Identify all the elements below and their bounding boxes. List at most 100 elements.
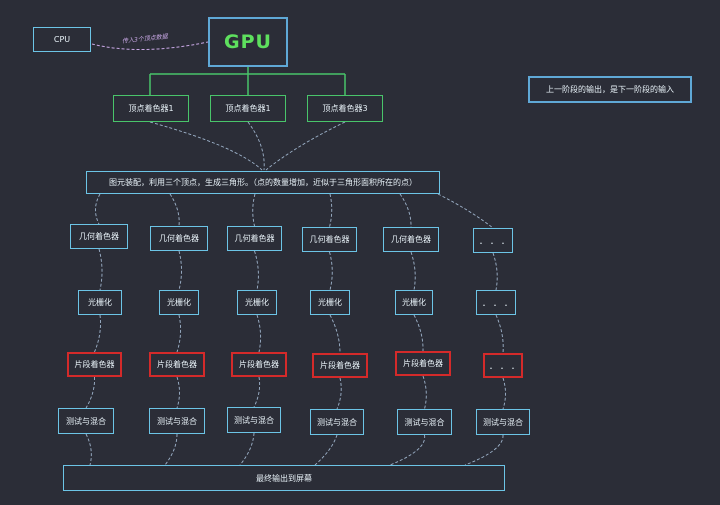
fragment-shader-label: . . .	[489, 359, 517, 372]
rasterizer-label: . . .	[482, 296, 510, 309]
fragment-shader-5: 片段着色器	[395, 351, 451, 376]
connector-cpu-gpu	[91, 41, 209, 51]
connector-vs2-assembly	[247, 121, 265, 171]
geometry-shader-label: 几何着色器	[159, 234, 199, 243]
rasterizer-label: 光栅化	[245, 298, 269, 307]
test-and-blend-label: 测试与混合	[66, 416, 106, 426]
connector-asm-geo-4	[329, 193, 333, 228]
connector-gpu-tree	[149, 67, 346, 95]
geometry-shader-4: 几何着色器	[302, 227, 357, 252]
connector-geo-raster-6	[492, 252, 498, 291]
rasterizer-3: 光栅化	[237, 290, 277, 315]
cpu-box: CPU	[33, 27, 91, 52]
rasterizer-label: 光栅化	[318, 298, 342, 307]
final-output-label: 最终输出到屏幕	[256, 473, 312, 483]
test-and-blend-4: 测试与混合	[310, 409, 364, 435]
test-and-blend-1: 测试与混合	[58, 408, 114, 434]
fragment-shader-6: . . .	[483, 353, 523, 378]
geometry-shader-2: 几何着色器	[150, 226, 208, 251]
fragment-shader-3: 片段着色器	[231, 352, 287, 377]
connector-asm-geo-2	[169, 193, 180, 227]
fragment-shader-label: 片段着色器	[403, 359, 443, 368]
rasterizer-1: 光栅化	[78, 290, 122, 315]
side-note-label: 上一阶段的输出，是下一阶段的输入	[546, 85, 674, 94]
connector-test-output-5	[389, 434, 426, 466]
connector-frag-test-4	[336, 377, 342, 410]
geometry-shader-label: . . .	[479, 234, 507, 247]
rasterizer-5: 光栅化	[395, 290, 433, 315]
test-and-blend-label: 测试与混合	[317, 417, 357, 427]
geometry-shader-label: 几何着色器	[234, 234, 275, 243]
connector-geo-raster-4	[329, 251, 333, 291]
connector-raster-frag-1	[94, 314, 101, 353]
connector-geo-raster-5	[410, 251, 416, 291]
connector-asm-geo-6	[437, 193, 494, 229]
fragment-shader-label: 片段着色器	[74, 360, 115, 369]
fragment-shader-1: 片段着色器	[67, 352, 122, 377]
fragment-shader-4: 片段着色器	[312, 353, 368, 378]
connector-vs3-assembly	[265, 121, 346, 171]
primitive-assembly-box: 图元装配，利用三个顶点，生成三角形。（点的数量增加，近似于三角形面积所在的点）	[86, 171, 440, 194]
connector-frag-test-1	[85, 376, 95, 409]
rasterizer-label: 光栅化	[167, 298, 191, 307]
fragment-shader-label: 片段着色器	[157, 360, 197, 369]
connector-test-output-4	[314, 434, 338, 466]
test-and-blend-label: 测试与混合	[234, 415, 274, 425]
rasterizer-label: 光栅化	[402, 298, 426, 307]
vertex-shader-label: 顶点着色器1	[225, 104, 271, 113]
connector-raster-frag-3	[256, 314, 262, 353]
gpu-box: GPU	[208, 17, 288, 67]
fragment-shader-label: 片段着色器	[239, 360, 279, 369]
vertex-shader-label: 顶点着色器1	[128, 104, 174, 113]
connector-test-output-6	[464, 434, 504, 466]
test-and-blend-5: 测试与混合	[397, 409, 452, 435]
side-note-box: 上一阶段的输出，是下一阶段的输入	[528, 76, 692, 103]
test-and-blend-label: 测试与混合	[483, 417, 523, 427]
geometry-shader-6: . . .	[473, 228, 513, 253]
connector-geo-raster-3	[254, 250, 259, 291]
test-and-blend-3: 测试与混合	[227, 407, 281, 433]
primitive-assembly-label: 图元装配，利用三个顶点，生成三角形。（点的数量增加，近似于三角形面积所在的点）	[109, 178, 417, 187]
vertex-shader-1: 顶点着色器1	[113, 95, 189, 122]
connector-frag-test-5	[422, 375, 427, 410]
connector-asm-geo-5	[399, 193, 412, 228]
connector-geo-raster-2	[178, 250, 182, 291]
test-and-blend-6: 测试与混合	[476, 409, 530, 435]
geometry-shader-5: 几何着色器	[383, 227, 439, 252]
connector-frag-test-6	[502, 377, 506, 410]
connector-frag-test-3	[253, 376, 261, 408]
connector-raster-frag-4	[329, 314, 341, 354]
connector-asm-geo-3	[252, 193, 256, 227]
connector-vs1-assembly	[149, 121, 263, 171]
test-and-blend-label: 测试与混合	[157, 416, 197, 426]
connector-test-output-1	[85, 433, 92, 466]
connector-geo-raster-1	[98, 248, 103, 291]
gpu-label: GPU	[224, 31, 272, 53]
connector-raster-frag-6	[495, 314, 504, 354]
connector-test-output-2	[164, 433, 178, 466]
test-and-blend-2: 测试与混合	[149, 408, 205, 434]
rasterizer-6: . . .	[476, 290, 516, 315]
geometry-shader-1: 几何着色器	[70, 224, 128, 249]
geometry-shader-label: 几何着色器	[391, 235, 431, 244]
cpu-label: CPU	[53, 35, 71, 44]
final-output-box: 最终输出到屏幕	[63, 465, 505, 491]
connector-raster-frag-5	[413, 314, 424, 352]
vertex-shader-2: 顶点着色器1	[210, 95, 286, 122]
rasterizer-2: 光栅化	[159, 290, 199, 315]
connector-test-output-3	[239, 432, 255, 466]
geometry-shader-3: 几何着色器	[227, 226, 282, 251]
geometry-shader-label: 几何着色器	[309, 235, 350, 244]
fragment-shader-label: 片段着色器	[320, 361, 360, 370]
fragment-shader-2: 片段着色器	[149, 352, 205, 377]
connector-raster-frag-2	[176, 314, 182, 353]
connector-asm-geo-1	[95, 193, 101, 225]
vertex-shader-label: 顶点着色器3	[322, 104, 368, 113]
rasterizer-4: 光栅化	[310, 290, 350, 315]
connector-frag-test-2	[176, 376, 180, 409]
geometry-shader-label: 几何着色器	[79, 232, 119, 241]
test-and-blend-label: 测试与混合	[404, 417, 445, 427]
vertex-shader-3: 顶点着色器3	[307, 95, 383, 122]
rasterizer-label: 光栅化	[88, 298, 112, 307]
